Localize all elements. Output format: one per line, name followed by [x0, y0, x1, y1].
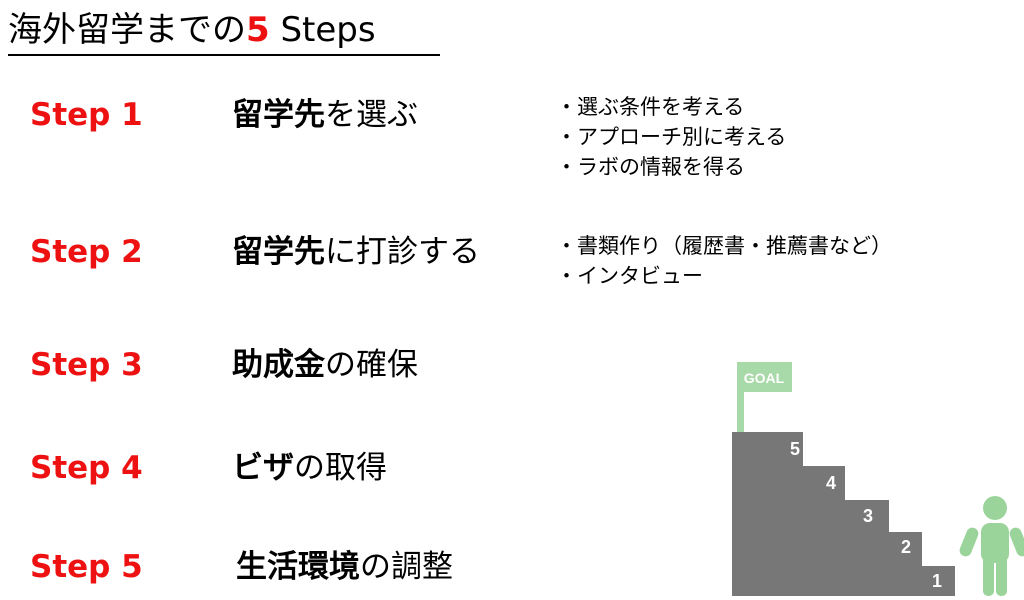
step-5-title-rest: の調整 [360, 549, 453, 585]
stair-number-1: 1 [932, 571, 942, 591]
title-number: 5 [246, 10, 270, 50]
staircase [732, 432, 955, 596]
flag-text: GOAL [744, 370, 785, 386]
step-2-title-emphasis: 留学先 [232, 234, 325, 270]
list-item: ・インタビュー [556, 264, 703, 288]
list-item: ・書類作り（履歴書・推薦書など） [556, 234, 892, 258]
stair-number-4: 4 [826, 473, 836, 493]
stair-number-5: 5 [790, 439, 800, 459]
step-2-title: 留学先に打診する [232, 232, 480, 272]
step-3-title-emphasis: 助成金 [232, 347, 325, 383]
person-icon [959, 496, 1024, 596]
flag-icon: GOAL [737, 362, 792, 392]
step-1-label: Step 1 [30, 97, 143, 133]
title-prefix: 海外留学までの [8, 10, 246, 50]
list-item: ・選ぶ条件を考える [556, 95, 745, 119]
step-4-title: ビザの取得 [232, 448, 387, 488]
list-item: ・ラボの情報を得る [556, 155, 745, 179]
step-2-title-rest: に打診する [325, 234, 480, 270]
flag-pole [737, 392, 744, 434]
step-1-title-emphasis: 留学先 [232, 97, 325, 133]
step-4-title-emphasis: ビザ [232, 450, 294, 486]
list-item: ・アプローチ別に考える [556, 125, 787, 149]
step-3-title-rest: の確保 [325, 347, 418, 383]
step-4-title-rest: の取得 [294, 450, 387, 486]
title-underline [8, 54, 440, 56]
step-1-title-rest: を選ぶ [325, 97, 418, 133]
step-1-bullets: ・選ぶ条件を考える ・アプローチ別に考える ・ラボの情報を得る [556, 92, 786, 182]
page-title: 海外留学までの5 Steps [8, 8, 376, 52]
step-3-title: 助成金の確保 [232, 345, 418, 385]
step-5-title: 生活環境の調整 [236, 547, 453, 587]
step-5-label: Step 5 [30, 549, 143, 585]
step-2-bullets: ・書類作り（履歴書・推薦書など） ・インタビュー [556, 231, 892, 291]
title-suffix: Steps [269, 10, 376, 50]
step-4-label: Step 4 [30, 450, 143, 486]
stair-number-2: 2 [901, 537, 911, 557]
step-3-label: Step 3 [30, 347, 143, 383]
step-2-label: Step 2 [30, 234, 143, 270]
step-5-title-emphasis: 生活環境 [236, 549, 360, 585]
step-1-title: 留学先を選ぶ [232, 95, 418, 135]
stair-number-3: 3 [863, 506, 873, 526]
